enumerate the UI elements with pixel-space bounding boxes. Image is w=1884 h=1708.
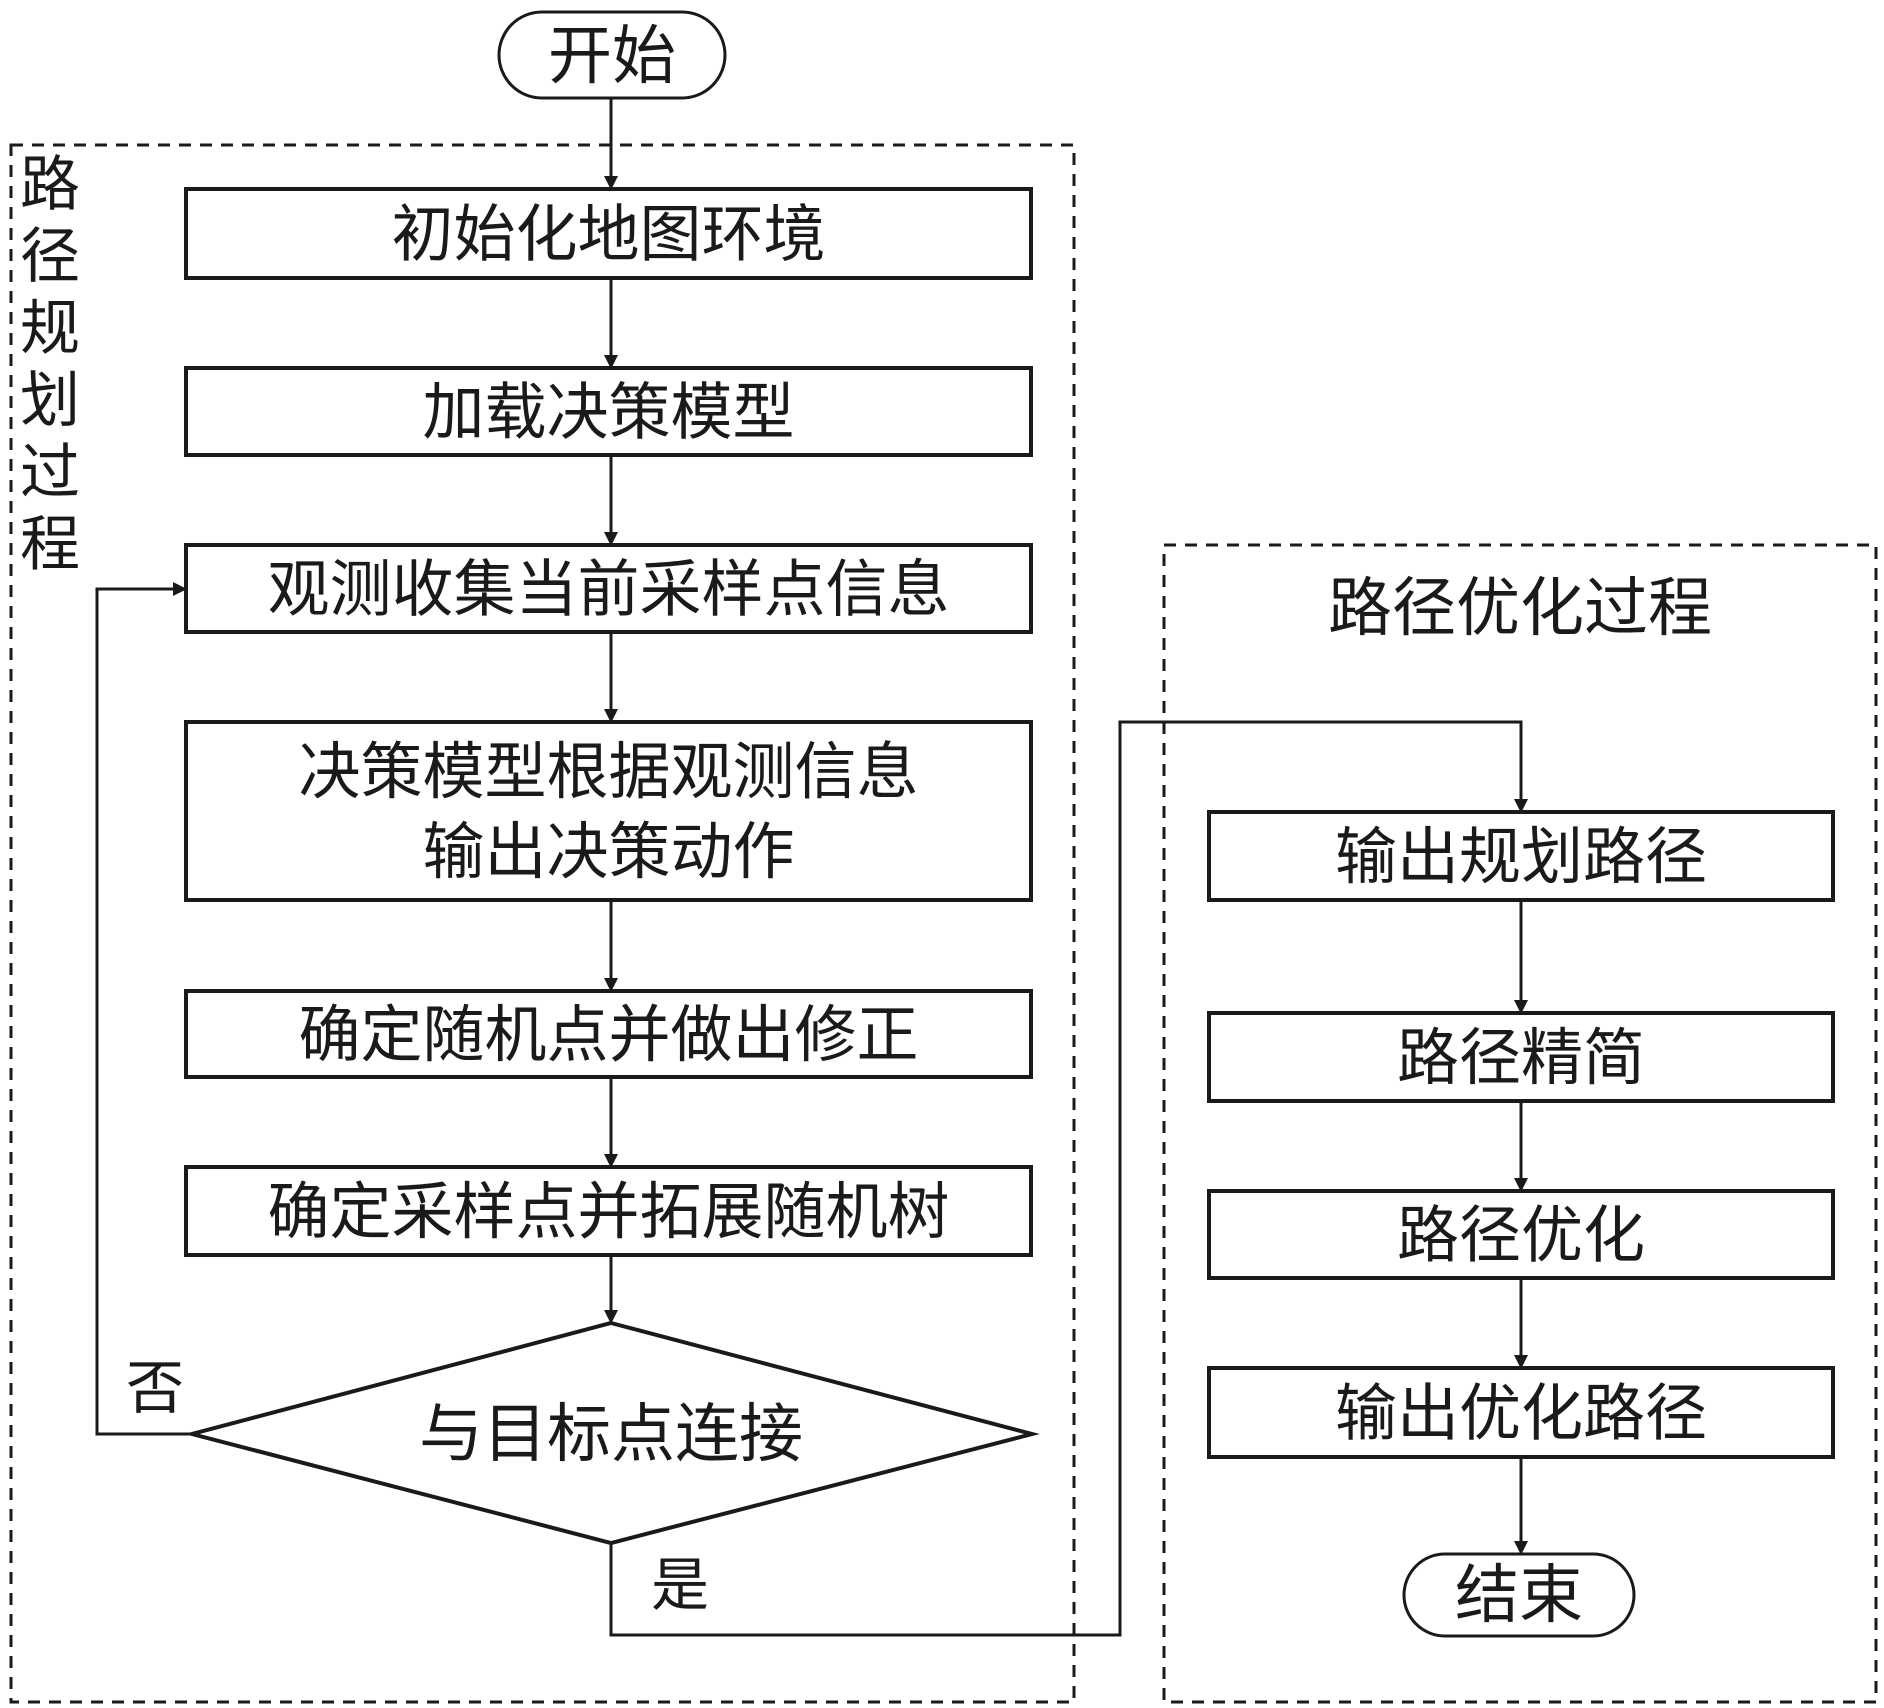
planning-title-char: 划 <box>20 366 80 436</box>
planning-step-label: 确定采样点并拓展随机树 <box>267 1175 949 1248</box>
optimization-step-box: 路径优化 <box>1207 1189 1835 1280</box>
planning-step-box: 确定采样点并拓展随机树 <box>184 1165 1033 1257</box>
decision-yes-label: 是 <box>651 1551 709 1619</box>
planning-title-char: 程 <box>20 510 80 580</box>
no-loop-arrow <box>95 582 192 1436</box>
planning-title-char: 规 <box>20 294 80 364</box>
optimization-step-label: 输出规划路径 <box>1335 820 1707 893</box>
planning-step-box: 观测收集当前采样点信息 <box>184 543 1033 634</box>
decision-diamond: 与目标点连接 <box>184 1320 1040 1546</box>
decision-no-label: 否 <box>126 1354 184 1422</box>
planning-step-label: 输出决策动作 <box>422 815 794 888</box>
optimization-step-label: 输出优化路径 <box>1335 1377 1707 1450</box>
start-terminal: 开始 <box>497 10 727 100</box>
optimization-step-label: 路径精简 <box>1397 1021 1645 1094</box>
planning-title-char: 过 <box>20 438 80 508</box>
planning-group-box <box>9 143 1076 1704</box>
optimization-step-box: 输出规划路径 <box>1207 810 1835 902</box>
end-label: 结束 <box>1455 1559 1583 1633</box>
planning-step-label: 观测收集当前采样点信息 <box>267 553 949 626</box>
planning-title-char: 路 <box>20 150 80 220</box>
start-label: 开始 <box>548 20 676 94</box>
planning-step-label: 加载决策模型 <box>422 376 794 449</box>
planning-step-box: 加载决策模型 <box>184 366 1033 457</box>
optimization-step-box: 路径精简 <box>1207 1011 1835 1103</box>
optimization-group-box <box>1162 543 1878 1704</box>
end-terminal: 结束 <box>1402 1552 1636 1638</box>
optimization-step-box: 输出优化路径 <box>1207 1366 1835 1459</box>
optimization-step-label: 路径优化 <box>1397 1199 1645 1272</box>
planning-step-label: 初始化地图环境 <box>391 198 825 271</box>
planning-step-label: 确定随机点并做出修正 <box>298 998 918 1071</box>
planning-step-box: 初始化地图环境 <box>184 187 1033 280</box>
optimization-group-title: 路径优化过程 <box>1328 572 1712 646</box>
planning-title-char: 径 <box>20 222 80 292</box>
yes-path-arrow <box>609 720 1528 1637</box>
decision-label: 与目标点连接 <box>419 1398 803 1472</box>
planning-step-box: 确定随机点并做出修正 <box>184 989 1033 1079</box>
planning-step-label: 决策模型根据观测信息 <box>298 735 918 808</box>
